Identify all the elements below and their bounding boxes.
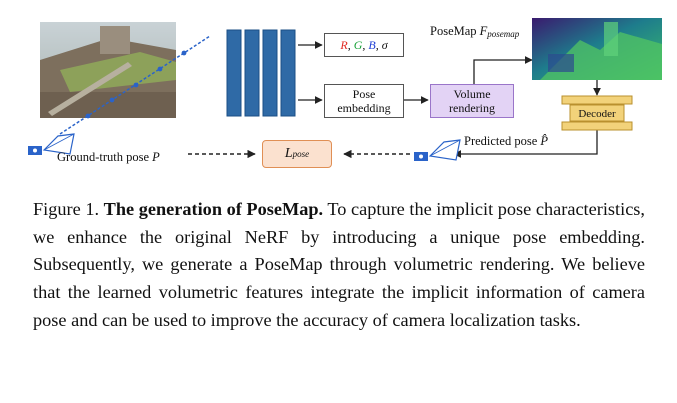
predicted-pose-label: Predicted pose P̂ [464,134,548,148]
decoder-shape [561,95,633,131]
rgb-sigma-output-box: R, G, B, σ [324,33,404,57]
ground-truth-pose-symbol: P [152,150,160,164]
network-layer-1 [226,29,242,117]
caption-label: Figure 1. [33,199,100,219]
arrow-to-predicted-pose [453,130,598,158]
aerial-photo [40,22,176,118]
volume-rendering-box: Volume rendering [430,84,514,118]
volume-rendering-line-1: Volume [453,87,491,101]
predicted-pose-symbol: P̂ [540,134,549,148]
loss-subscript: pose [292,149,310,159]
posemap-subscript: posemap [487,29,520,39]
posemap-text: PoseMap [430,24,477,38]
mlp-network-block [226,29,296,117]
green-label: G [353,38,363,52]
pose-embedding-box: Pose embedding [324,84,404,118]
network-layer-3 [262,29,278,117]
red-label: R [340,38,348,52]
pose-embedding-line-2: embedding [337,101,391,115]
camera-trajectory [59,35,211,135]
volume-rendering-line-2: rendering [449,101,495,115]
network-layer-2 [244,29,260,117]
sep-1: , [347,38,351,52]
predicted-pose-text: Predicted pose [464,134,538,148]
ground-truth-pose-text: Ground-truth pose [57,150,149,164]
diagram-canvas [28,18,662,161]
arrow-to-posemap [473,56,533,84]
ground-truth-pose-label: Ground-truth pose P [57,150,160,164]
figure-caption: Figure 1. The generation of PoseMap. To … [33,196,645,335]
network-layer-4 [280,29,296,117]
sep-3: , [375,38,379,52]
posemap-image [532,18,662,80]
caption-title: The generation of PoseMap. [103,199,324,219]
caption-body: To capture the implicit pose characteris… [33,199,645,330]
pose-embedding-line-1: Pose [352,87,376,101]
decoder-label: Decoder [578,108,616,120]
posemap-generation-diagram: R, G, B, σ Pose embedding Volume renderi… [0,0,677,190]
loss-symbol: L [284,146,293,161]
ground-truth-camera-icon [28,133,75,155]
sigma-label: σ [381,38,388,52]
blue-label: B [368,38,376,52]
posemap-label: PoseMap Fposemap [430,24,519,41]
posemap-symbol: F [479,24,488,38]
predicted-camera-icon [414,139,461,161]
sep-2: , [362,38,366,52]
